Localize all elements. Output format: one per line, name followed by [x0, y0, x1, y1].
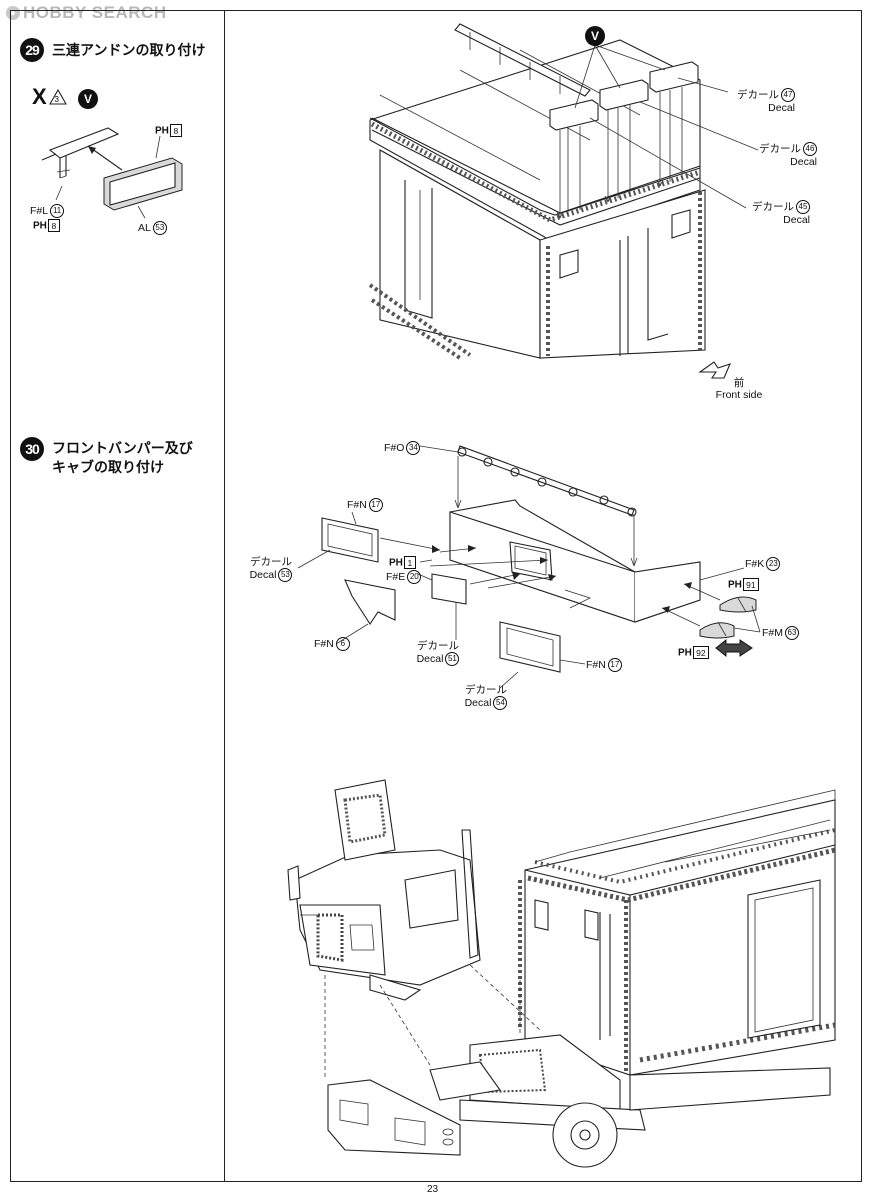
- turn-lamp-lower-part: [699, 622, 735, 639]
- step-29-header: 29 三連アンドンの取り付け: [20, 38, 205, 62]
- roof-lamp-2: [599, 79, 649, 111]
- svg-text:3: 3: [55, 95, 60, 104]
- roof-lamp-1: [549, 99, 599, 131]
- container-side-door-part: [747, 879, 821, 1039]
- assembled-bumper-part: [327, 1079, 461, 1156]
- bracket-fn6-part: [344, 579, 396, 626]
- cut-mark-x: X: [32, 84, 47, 109]
- front-wheel-part: [552, 1102, 618, 1168]
- caution-triangle-icon: [49, 88, 67, 105]
- roof-lamp-3: [649, 61, 699, 93]
- marker-v-icon: V: [78, 89, 98, 109]
- page-frame: [10, 10, 862, 1182]
- label-front-side: 前 Front side: [715, 377, 763, 401]
- step-29-number: 29: [20, 38, 44, 62]
- step-30-number: 30: [20, 437, 44, 461]
- watermark: ● HOBBY SEARCH: [6, 3, 167, 23]
- lamp-bracket-part: [48, 127, 120, 159]
- marker-v-callout-icon: V: [585, 26, 605, 46]
- double-arrow-icon: [715, 638, 753, 658]
- step-29-title: 三連アンドンの取り付け: [52, 42, 206, 58]
- turn-lamp-upper-part: [719, 596, 757, 613]
- watermark-logo-icon: ●: [6, 6, 20, 20]
- step-30-title: フロントバンパー及びキャブの取り付け: [52, 440, 193, 475]
- page-number: 23: [427, 1184, 439, 1195]
- step-30-header: 30 フロントバンパー及びキャブの取り付け: [20, 437, 193, 477]
- front-direction-arrow-icon: [698, 361, 731, 379]
- headlamp-frame-upper-part: [321, 517, 379, 563]
- headlamp-frame-lower-part: [499, 621, 561, 673]
- column-divider: [224, 10, 225, 1182]
- watermark-text: HOBBY SEARCH: [23, 3, 167, 22]
